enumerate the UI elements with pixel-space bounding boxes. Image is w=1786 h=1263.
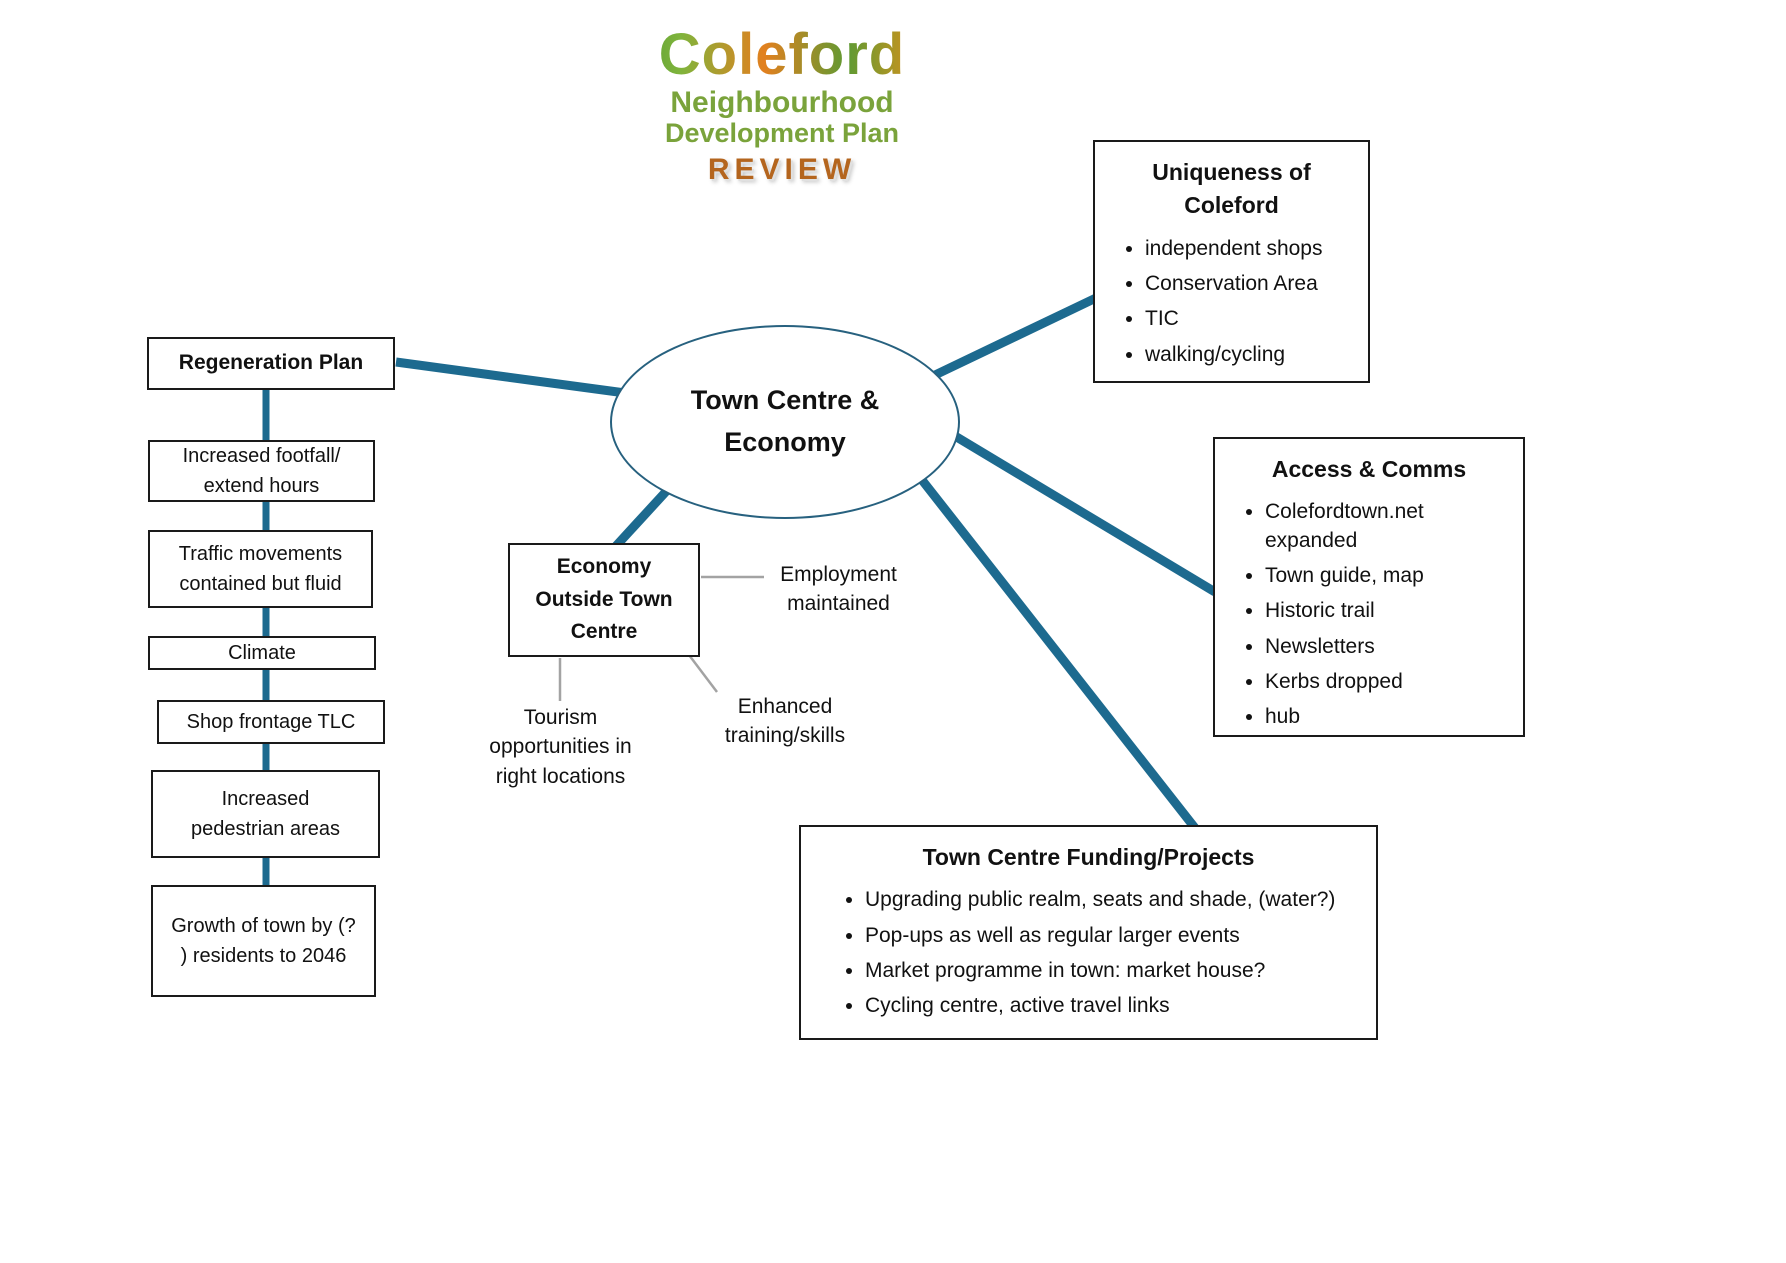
uniqueness-item: walking/cycling <box>1145 341 1354 369</box>
label-employment-maintained: Employment maintained <box>780 563 897 616</box>
chain-box-growth-of-town: Growth of town by (? ) residents to 2046 <box>151 885 376 997</box>
access-item: Colefordtown.net expanded <box>1265 498 1465 555</box>
logo-subtitle-neighbourhood: Neighbourhood <box>670 86 894 119</box>
uniqueness-item: Conservation Area <box>1145 270 1354 298</box>
access-item: Town guide, map <box>1265 562 1509 590</box>
chain-box-label: Shop frontage TLC <box>186 711 356 733</box>
label-tourism-opportunities: Tourism opportunities in right locations <box>489 706 632 788</box>
uniqueness-item: TIC <box>1145 305 1354 333</box>
chain-box-label: Growth of town by (? ) residents to 2046 <box>171 915 356 967</box>
funding-item: Market programme in town: market house? <box>865 957 1362 985</box>
chain-box-increased-pedestrian-areas: Increased pedestrian areas <box>151 770 380 858</box>
chain-box-shop-frontage: Shop frontage TLC <box>157 700 385 744</box>
chain-box-increased-footfall: Increased footfall/ extend hours <box>148 440 375 502</box>
access-title: Access & Comms <box>1271 456 1467 482</box>
access-item: Kerbs dropped <box>1265 668 1509 696</box>
box-uniqueness-of-coleford: Uniqueness of Coleford independent shops… <box>1093 140 1370 383</box>
logo-subtitle-development-plan: Development Plan <box>664 118 900 148</box>
box-access-and-comms: Access & Comms Colefordtown.net expanded… <box>1213 437 1525 737</box>
uniqueness-title: Uniqueness of Coleford <box>1152 159 1311 219</box>
connector-access-line <box>942 426 1218 596</box>
chain-box-label: Traffic movements contained but fluid <box>178 543 343 595</box>
central-node-line1: Town Centre & <box>690 385 880 416</box>
uniqueness-item: independent shops <box>1145 235 1354 263</box>
box-economy-outside-town-centre: Economy Outside Town Centre <box>508 543 700 657</box>
funding-list: Upgrading public realm, seats and shade,… <box>815 886 1362 1020</box>
funding-item: Pop-ups as well as regular larger events <box>865 922 1362 950</box>
central-node-town-centre-economy: Town Centre & Economy <box>610 325 960 519</box>
logo-review-text: REVIEW <box>707 152 857 186</box>
access-list: Colefordtown.net expanded Town guide, ma… <box>1229 498 1509 731</box>
access-item: Newsletters <box>1265 633 1509 661</box>
connector-funding-line <box>918 477 1199 831</box>
chain-box-label: Climate <box>228 642 296 664</box>
box-town-centre-funding-projects: Town Centre Funding/Projects Upgrading p… <box>799 825 1378 1040</box>
central-node-line2: Economy <box>724 427 846 457</box>
connector-regeneration-line <box>395 357 641 400</box>
logo-title: Coleford <box>600 26 964 84</box>
economy-training-line <box>685 650 718 693</box>
access-item: hub <box>1265 703 1509 731</box>
chain-box-climate: Climate <box>148 636 376 670</box>
uniqueness-list: independent shops Conservation Area TIC … <box>1109 235 1354 369</box>
funding-item: Upgrading public realm, seats and shade,… <box>865 886 1362 914</box>
chain-box-label: Increased pedestrian areas <box>191 788 340 840</box>
funding-title: Town Centre Funding/Projects <box>922 844 1255 870</box>
economy-outside-title: Economy Outside Town Centre <box>535 555 673 644</box>
access-item: Historic trail <box>1265 597 1509 625</box>
chain-box-traffic-movements: Traffic movements contained but fluid <box>148 530 373 608</box>
chain-box-label: Increased footfall/ extend hours <box>182 445 341 497</box>
connector-economy-line <box>612 481 676 550</box>
connector-uniqueness-line <box>933 292 1100 380</box>
label-enhanced-training-skills: Enhanced training/skills <box>724 695 846 748</box>
funding-item: Cycling centre, active travel links <box>865 992 1362 1020</box>
logo: Coleford Neighbourhood Development Plan … <box>600 26 964 187</box>
box-regeneration-plan: Regeneration Plan <box>147 337 395 390</box>
regeneration-plan-title: Regeneration Plan <box>178 351 364 375</box>
